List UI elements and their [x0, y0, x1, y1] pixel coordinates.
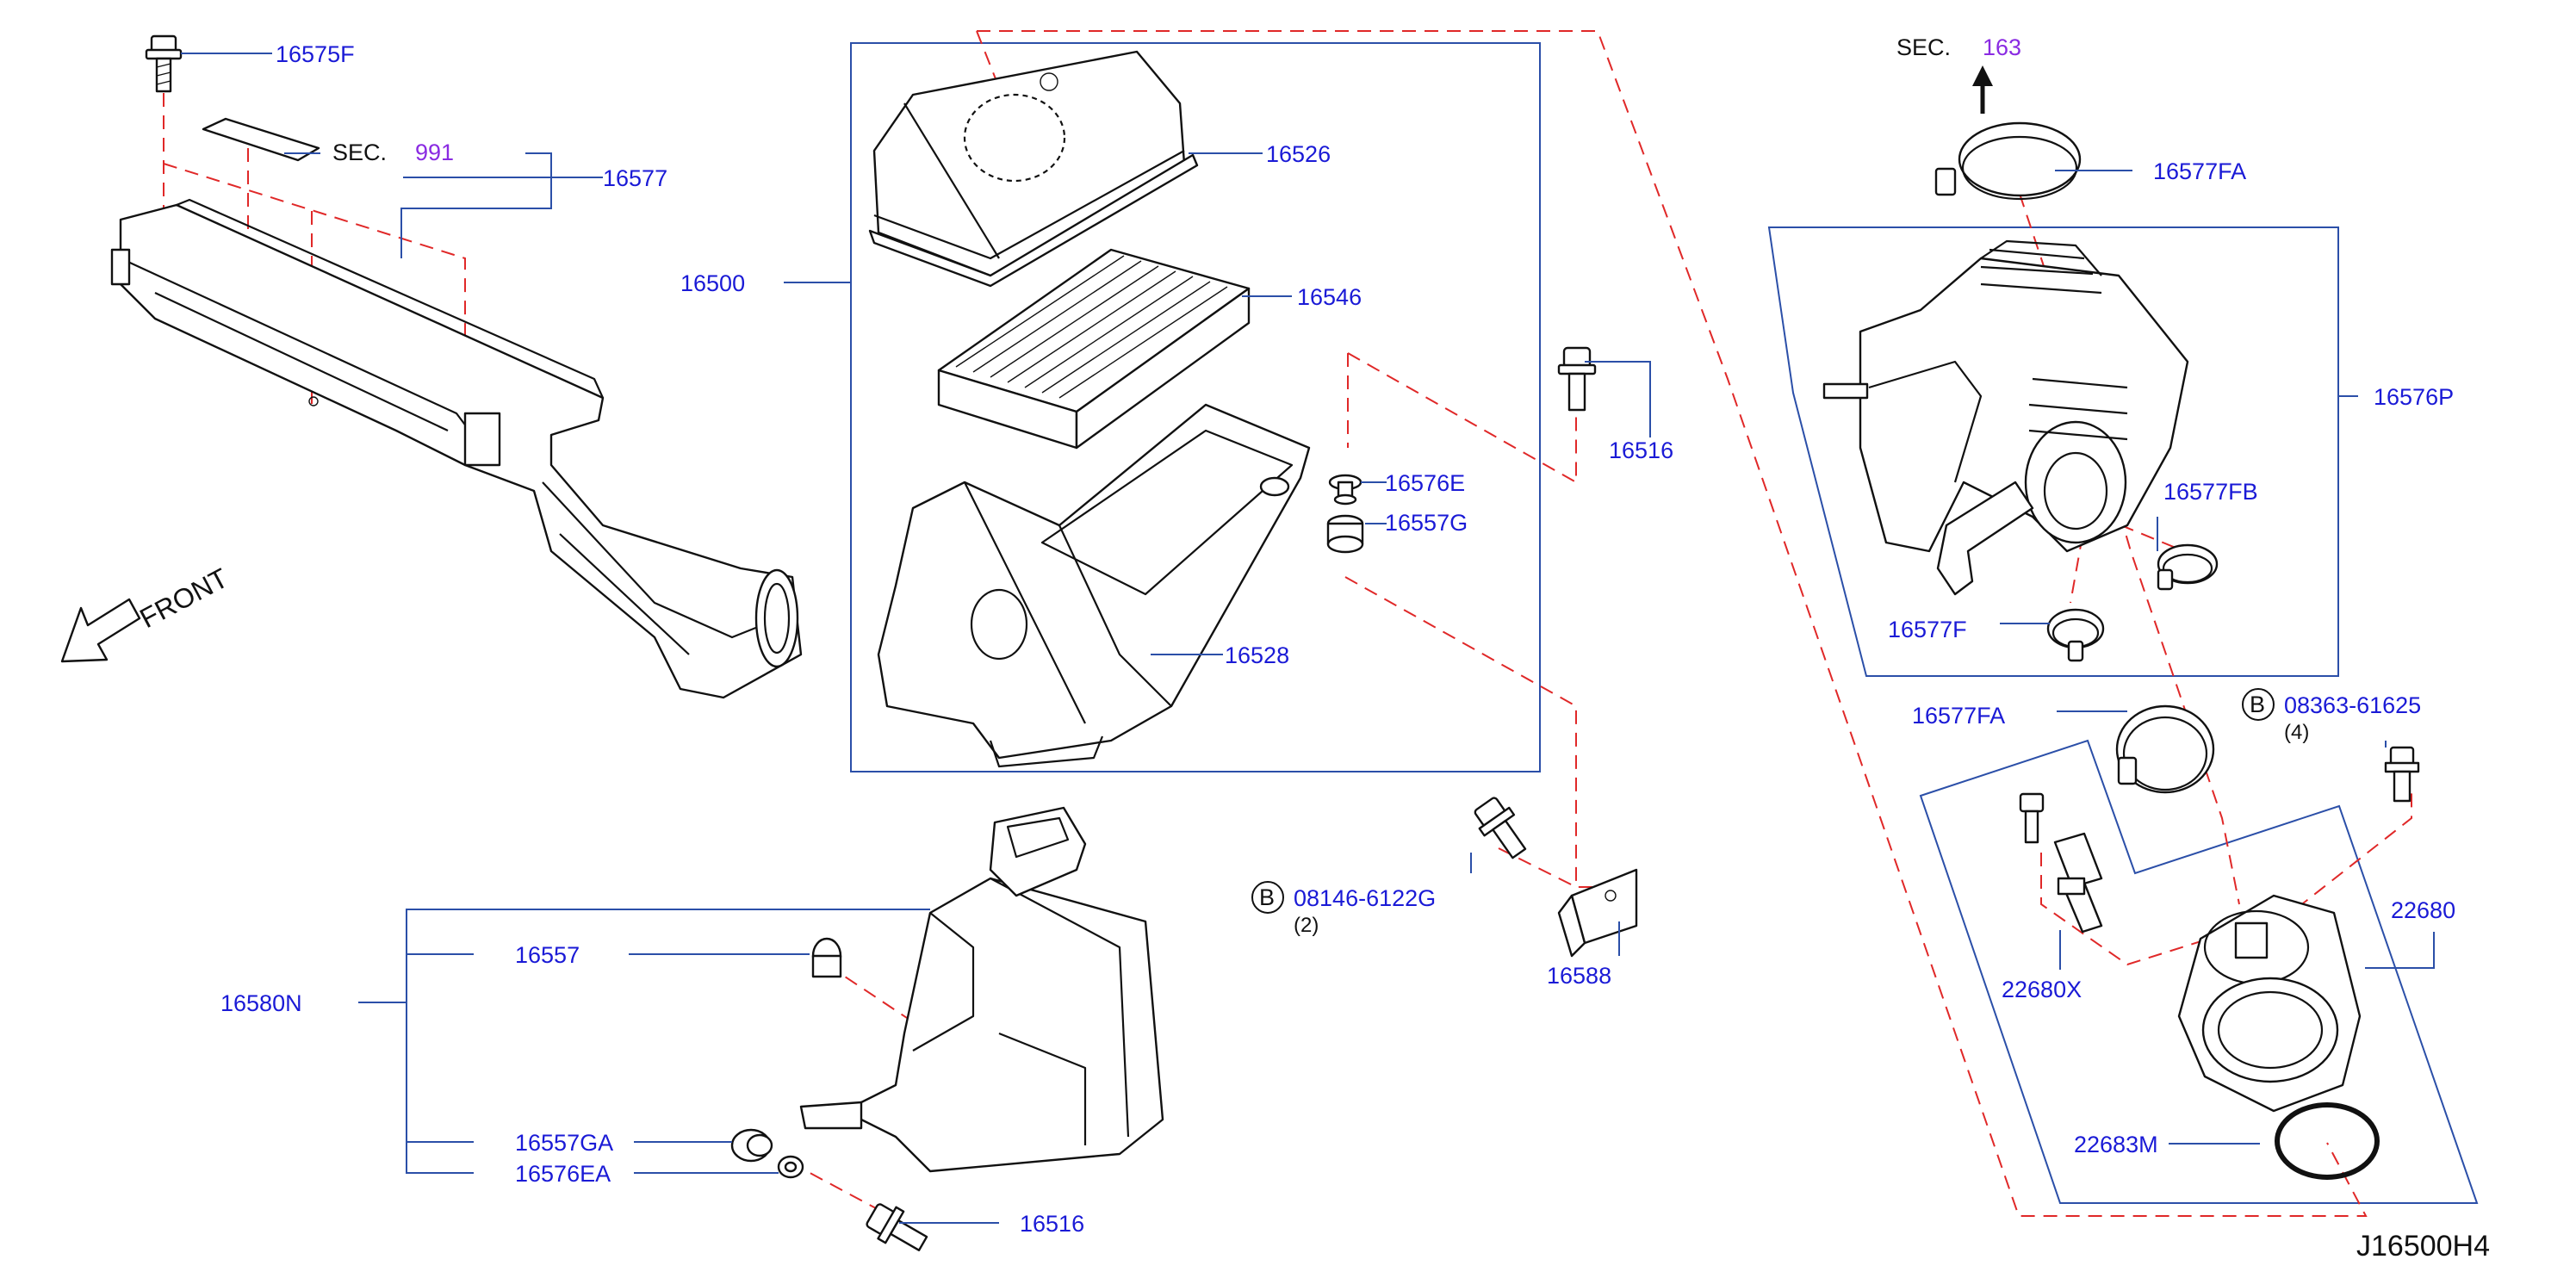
diagram-id: J16500H4: [2356, 1230, 2490, 1262]
sec-163-arrow-icon: [1972, 65, 1993, 114]
grommet-16557GA-part: [730, 1128, 773, 1163]
callout-16576P: 16576P: [2374, 384, 2454, 410]
callout-16580N: 16580N: [220, 990, 302, 1016]
callout-16577FA-mid: 16577FA: [1912, 703, 2005, 729]
resonator-16580N-part: [799, 806, 1164, 1173]
filter-element-16546-part: [937, 248, 1251, 450]
clamp-16577FB-part: [2157, 543, 2219, 591]
screw-08363-part: [2384, 746, 2420, 803]
sec-163-prefix: SEC.: [1896, 34, 1951, 60]
b-symbol-08146: B: [1251, 881, 1284, 914]
callout-22683M: 22683M: [2074, 1132, 2158, 1157]
bolt-08146-part: [1474, 797, 1527, 859]
callout-08146-6122G: 08146-6122G: [1294, 885, 1436, 911]
callout-16557GA: 16557GA: [515, 1130, 613, 1156]
o-ring-22683M-part: [2275, 1102, 2380, 1180]
bolt-16575F-part: [145, 34, 183, 93]
callout-16526: 16526: [1266, 141, 1331, 167]
grommet-16557-part: [811, 937, 842, 978]
callout-16557: 16557: [515, 942, 580, 968]
callout-22680: 22680: [2391, 897, 2455, 923]
sec-163-number: 163: [1983, 34, 2021, 60]
callout-08363-61625: 08363-61625: [2284, 692, 2421, 718]
bolt-16516-bottom-part: [866, 1203, 928, 1251]
grommet-16576EA-part: [777, 1155, 804, 1179]
svg-text:B: B: [2250, 692, 2265, 717]
sensor-22680X-part: [2019, 792, 2103, 934]
callout-16577FB: 16577FB: [2163, 479, 2258, 505]
front-label: FRONT: [134, 562, 233, 635]
bolt-16516-top-part: [1557, 346, 1597, 412]
callout-16588: 16588: [1547, 963, 1611, 989]
callout-16546: 16546: [1297, 284, 1362, 310]
callout-16528: 16528: [1225, 642, 1289, 668]
air-cleaner-box-frame: [850, 42, 1541, 772]
sec-991-prefix: SEC.: [332, 140, 387, 165]
callout-labels: 16575F SEC. 991 16577 16500 16526 16546 …: [134, 34, 2490, 1262]
clamp-16577FA-top-part: [1934, 121, 2082, 201]
callout-16577F: 16577F: [1888, 617, 1967, 642]
callout-16557G: 16557G: [1385, 510, 1468, 536]
callout-16516-top: 16516: [1609, 437, 1673, 463]
callout-22680X: 22680X: [2002, 977, 2082, 1002]
air-cleaner-case-16528-part: [877, 403, 1311, 768]
sec-991-number: 991: [415, 140, 454, 165]
clamp-16577F-part: [2046, 608, 2105, 662]
svg-text:B: B: [1259, 884, 1275, 910]
qty-08146: (2): [1294, 914, 1319, 937]
callout-16516-bottom: 16516: [1020, 1211, 1084, 1237]
resonator-assembly-frame: [1767, 226, 2339, 677]
leader-lines: [181, 53, 2435, 1224]
air-cleaner-cover-16526-part: [868, 50, 1199, 288]
grommet-16576E-part: [1328, 474, 1362, 506]
callout-16576EA: 16576EA: [515, 1161, 611, 1187]
front-direction-arrow-icon: [60, 598, 141, 663]
air-flow-sensor-frame: [1919, 739, 2479, 1204]
b-symbol-08363: B: [2242, 688, 2275, 721]
bracket-16588-part: [1557, 868, 1638, 958]
callout-16500: 16500: [680, 270, 745, 296]
air-duct-16577-part: [110, 198, 803, 699]
grommet-16557G-part: [1326, 514, 1364, 554]
callout-16576E: 16576E: [1385, 470, 1465, 496]
intake-hose-16576P-part: [1822, 239, 2189, 596]
label-sticker-part: [202, 117, 320, 162]
air-flow-meter-22680-part: [2177, 894, 2362, 1113]
clamp-16577FA-mid-part: [2115, 704, 2215, 794]
callout-16577FA-top: 16577FA: [2153, 158, 2246, 184]
callout-16577: 16577: [603, 165, 667, 191]
qty-08363: (4): [2284, 721, 2309, 744]
callout-16575F: 16575F: [276, 41, 355, 67]
